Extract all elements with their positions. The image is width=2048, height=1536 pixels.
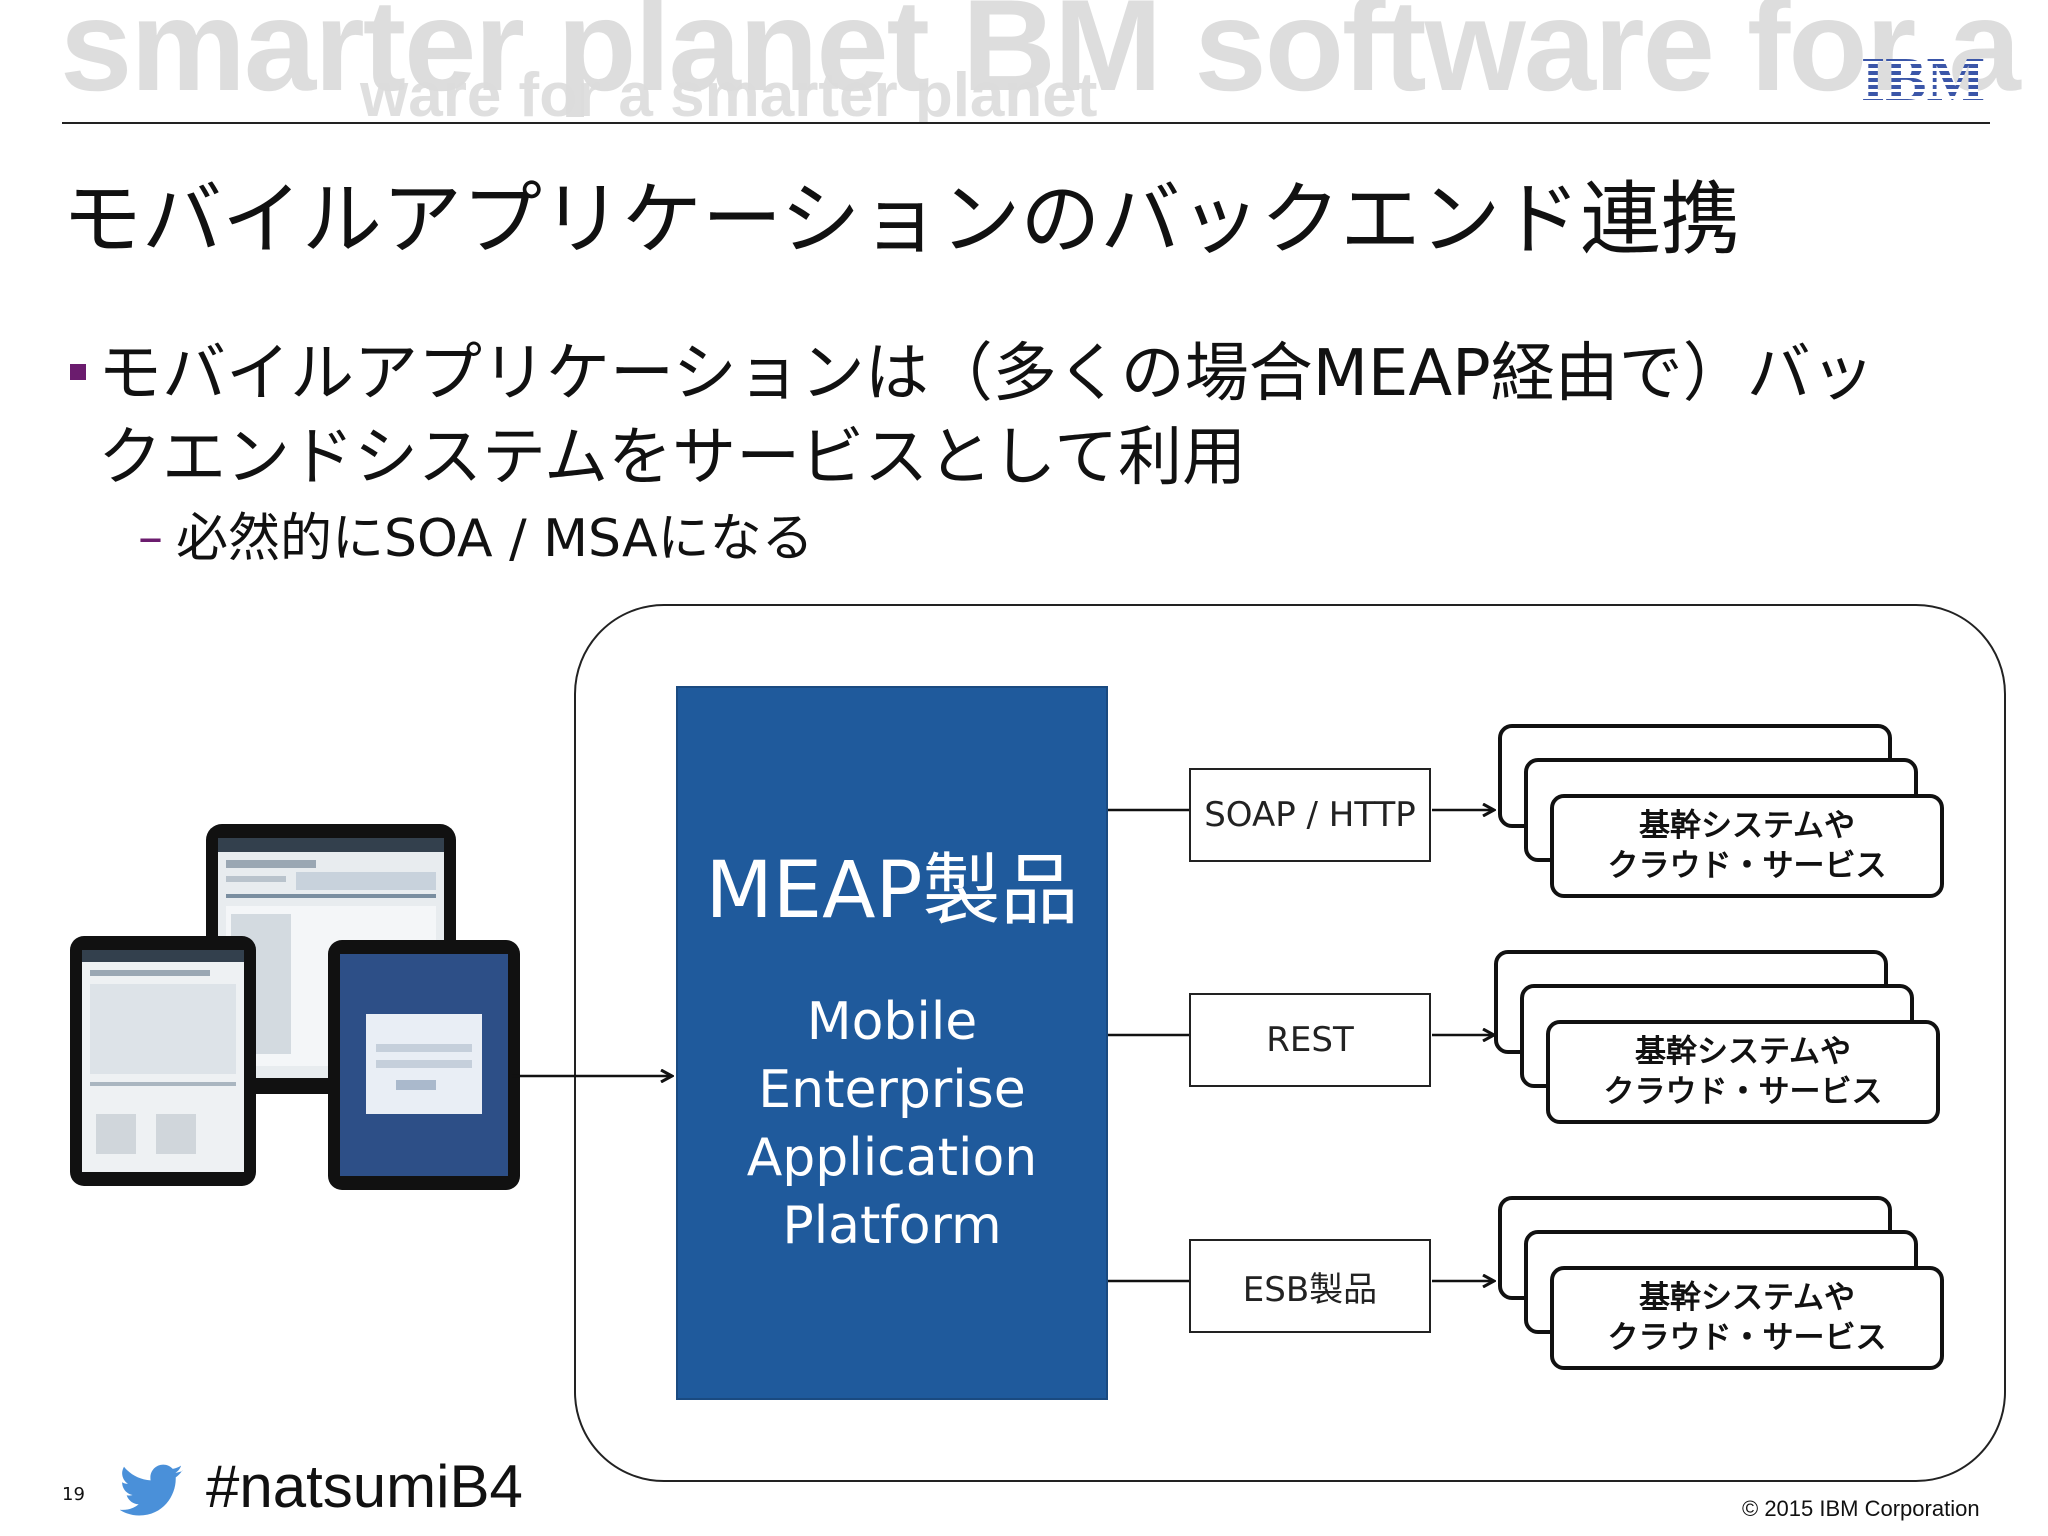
protocol-box-soap: SOAP / HTTP	[1189, 768, 1431, 862]
meap-title: MEAP製品	[705, 846, 1079, 936]
tablets-illustration	[70, 824, 520, 1190]
hashtag: #natsumiB4	[206, 1453, 523, 1520]
system-card-line2: クラウド・サービス	[1607, 1320, 1887, 1356]
system-card-line1: 基幹システムや	[1638, 808, 1856, 844]
banner-background-text: smarter planet BM software for a smarter…	[60, 0, 2048, 118]
system-card-line1: 基幹システムや	[1634, 1034, 1852, 1070]
page-number: 19	[62, 1484, 85, 1505]
bullet-marker	[70, 364, 86, 380]
diagram-container	[574, 604, 2006, 1482]
tablet-front	[328, 940, 520, 1190]
meap-product-box: MEAP製品 Mobile Enterprise Application Pla…	[676, 686, 1108, 1400]
system-card-line2: クラウド・サービス	[1603, 1074, 1883, 1110]
meap-desc-line: Enterprise	[758, 1060, 1026, 1120]
meap-desc-line: Application	[746, 1128, 1038, 1188]
sub-bullet-dash: –	[138, 508, 163, 566]
twitter-bird-icon	[120, 1464, 183, 1516]
meap-description: Mobile Enterprise Application Platform	[678, 988, 1106, 1260]
meap-desc-line: Platform	[782, 1196, 1002, 1256]
bullet-text: モバイルアプリケーションは（多くの場合MEAP経由で）バックエンドシステムをサー…	[98, 337, 1875, 495]
header-banner: smarter planet BM software for a smarter…	[0, 0, 2048, 122]
system-card-front: 基幹システムや クラウド・サービス	[1546, 1020, 1940, 1124]
banner-background-subtext: ware for a smarter planet	[360, 61, 1098, 122]
protocol-box-esb: ESB製品	[1189, 1239, 1431, 1333]
tablet-left	[70, 936, 256, 1186]
system-card-front: 基幹システムや クラウド・サービス	[1550, 1266, 1944, 1370]
slide-title: モバイルアプリケーションのバックエンド連携	[62, 173, 1741, 266]
system-card-line2: クラウド・サービス	[1607, 848, 1887, 884]
system-card-line1: 基幹システムや	[1638, 1280, 1856, 1316]
protocol-box-rest: REST	[1189, 993, 1431, 1087]
header-divider	[62, 122, 1990, 124]
ibm-logo-icon: IBM	[1861, 48, 1985, 106]
sub-bullet-text: 必然的にSOA / MSAになる	[176, 509, 814, 569]
system-card-front: 基幹システムや クラウド・サービス	[1550, 794, 1944, 898]
copyright-text: © 2015 IBM Corporation	[1742, 1496, 1980, 1521]
meap-desc-line: Mobile	[806, 992, 978, 1052]
